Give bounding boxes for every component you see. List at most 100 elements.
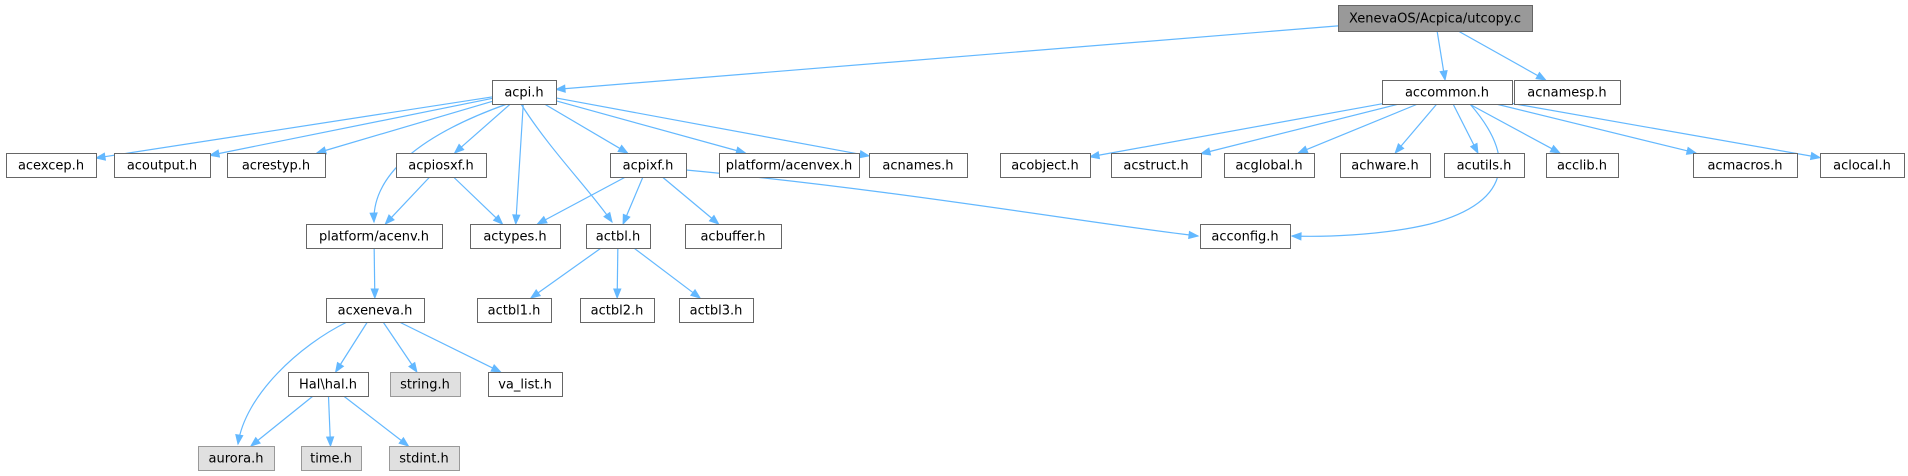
node-accommon[interactable]: accommon.h <box>1382 80 1513 105</box>
node-label: platform/acenv.h <box>319 230 429 245</box>
node-box <box>488 372 563 397</box>
edge-acxeneva-to-string <box>382 321 418 374</box>
node-label: acpixf.h <box>623 159 674 174</box>
arrow-head-icon <box>1685 146 1698 155</box>
arrow-head-icon <box>622 213 631 226</box>
edges-layer <box>94 25 1822 448</box>
node-box <box>492 80 557 105</box>
edge-line <box>453 176 498 219</box>
edge-line <box>1511 102 1813 157</box>
node-label: actbl3.h <box>690 304 743 319</box>
node-box <box>301 446 362 471</box>
node-acutils[interactable]: acutils.h <box>1444 153 1525 178</box>
edge-accommon-to-acstruct <box>1199 103 1400 156</box>
edge-line <box>1468 103 1554 150</box>
node-acnames[interactable]: acnames.h <box>869 153 968 178</box>
edge-accommon-to-acmacros <box>1495 103 1698 155</box>
node-valist[interactable]: va_list.h <box>488 372 563 397</box>
edge-acpi-to-acnames <box>555 97 871 159</box>
edge-line <box>520 103 613 223</box>
node-label: acconfig.h <box>1211 230 1278 245</box>
edge-line <box>460 103 511 149</box>
node-label: time.h <box>310 452 352 467</box>
edge-utcopy-to-acpi <box>554 25 1339 93</box>
node-acenvex[interactable]: platform/acenvex.h <box>719 153 860 178</box>
node-label: accommon.h <box>1405 86 1489 101</box>
arrow-head-icon <box>1296 145 1309 154</box>
arrow-head-icon <box>369 212 378 224</box>
node-acnamesp[interactable]: acnamesp.h <box>1514 80 1621 105</box>
node-box <box>227 153 326 178</box>
arrow-head-icon <box>1549 144 1562 154</box>
node-acoutput[interactable]: acoutput.h <box>114 153 211 178</box>
node-acenv[interactable]: platform/acenv.h <box>306 224 443 249</box>
edge-accommon-to-acconfig <box>1290 103 1500 241</box>
node-utcopy[interactable]: XenevaOS/Acpica/utcopy.c <box>1338 5 1533 32</box>
node-actbl1[interactable]: actbl1.h <box>477 298 552 323</box>
node-acstruct[interactable]: acstruct.h <box>1111 153 1202 178</box>
node-acexcep[interactable]: acexcep.h <box>6 153 97 178</box>
node-box <box>1338 5 1533 32</box>
edge-line <box>563 25 1339 90</box>
node-label: actbl2.h <box>591 304 644 319</box>
node-box <box>114 153 211 178</box>
arrow-head-icon <box>617 144 629 154</box>
edge-line <box>1208 103 1400 153</box>
node-halh[interactable]: Hal\hal.h <box>288 372 369 397</box>
node-label: aurora.h <box>209 452 264 467</box>
edge-line <box>555 97 862 156</box>
arrow-head-icon <box>398 436 410 447</box>
edge-line <box>103 96 493 158</box>
edge-acxeneva-to-valist <box>399 321 502 373</box>
edge-acpi-to-actbl <box>520 103 613 224</box>
node-acmacros[interactable]: acmacros.h <box>1693 153 1798 178</box>
node-acrestyp[interactable]: acrestyp.h <box>227 153 326 178</box>
arrow-head-icon <box>453 143 465 154</box>
node-acconfig[interactable]: acconfig.h <box>1200 224 1291 249</box>
arrow-head-icon <box>1469 142 1479 155</box>
node-label: acstruct.h <box>1123 159 1188 174</box>
node-acpiosxf[interactable]: acpiosxf.h <box>396 153 487 178</box>
nodes-layer: XenevaOS/Acpica/utcopy.c acpi.h accommon.h… <box>6 5 1905 471</box>
node-label: acexcep.h <box>18 159 84 174</box>
node-acpixf[interactable]: acpixf.h <box>610 153 687 178</box>
node-box <box>586 224 651 249</box>
node-acclib[interactable]: acclib.h <box>1546 153 1619 178</box>
edge-acpiosxf-to-actypes <box>453 176 504 225</box>
node-acglobal[interactable]: acglobal.h <box>1224 153 1315 178</box>
arrow-head-icon <box>529 289 542 299</box>
node-acbuffer[interactable]: acbuffer.h <box>685 224 782 249</box>
arrow-head-icon <box>512 214 521 226</box>
node-label: acpi.h <box>504 86 543 101</box>
node-acxeneva[interactable]: acxeneva.h <box>326 298 425 323</box>
edge-line <box>685 169 1199 237</box>
node-actypes[interactable]: actypes.h <box>470 224 561 249</box>
node-box <box>470 224 561 249</box>
node-label: achware.h <box>1351 159 1418 174</box>
edge-line <box>373 247 376 291</box>
edge-accommon-to-acglobal <box>1296 103 1418 154</box>
node-acpi[interactable]: acpi.h <box>492 80 557 105</box>
node-aclocal[interactable]: aclocal.h <box>1820 153 1905 178</box>
arrow-head-icon <box>1394 143 1405 155</box>
edge-line <box>343 395 403 442</box>
node-aurora: aurora.h <box>198 446 275 471</box>
edge-line <box>1436 30 1445 73</box>
node-actbl2[interactable]: actbl2.h <box>580 298 655 323</box>
node-box <box>396 153 487 178</box>
node-label: acbuffer.h <box>700 230 765 245</box>
edge-acpixf-to-actypes <box>536 176 626 225</box>
node-achware[interactable]: achware.h <box>1340 153 1431 178</box>
node-actbl[interactable]: actbl.h <box>586 224 651 249</box>
arrow-head-icon <box>249 436 261 447</box>
arrow-head-icon <box>1535 71 1547 81</box>
node-actbl3[interactable]: actbl3.h <box>679 298 754 323</box>
edge-line <box>1457 30 1539 77</box>
edge-line <box>515 103 524 217</box>
node-label: acnames.h <box>882 159 953 174</box>
arrow-head-icon <box>536 215 548 225</box>
node-label: actbl1.h <box>488 304 541 319</box>
node-acobject[interactable]: acobject.h <box>1000 153 1091 178</box>
edge-line <box>237 321 348 445</box>
node-box <box>1444 153 1525 178</box>
